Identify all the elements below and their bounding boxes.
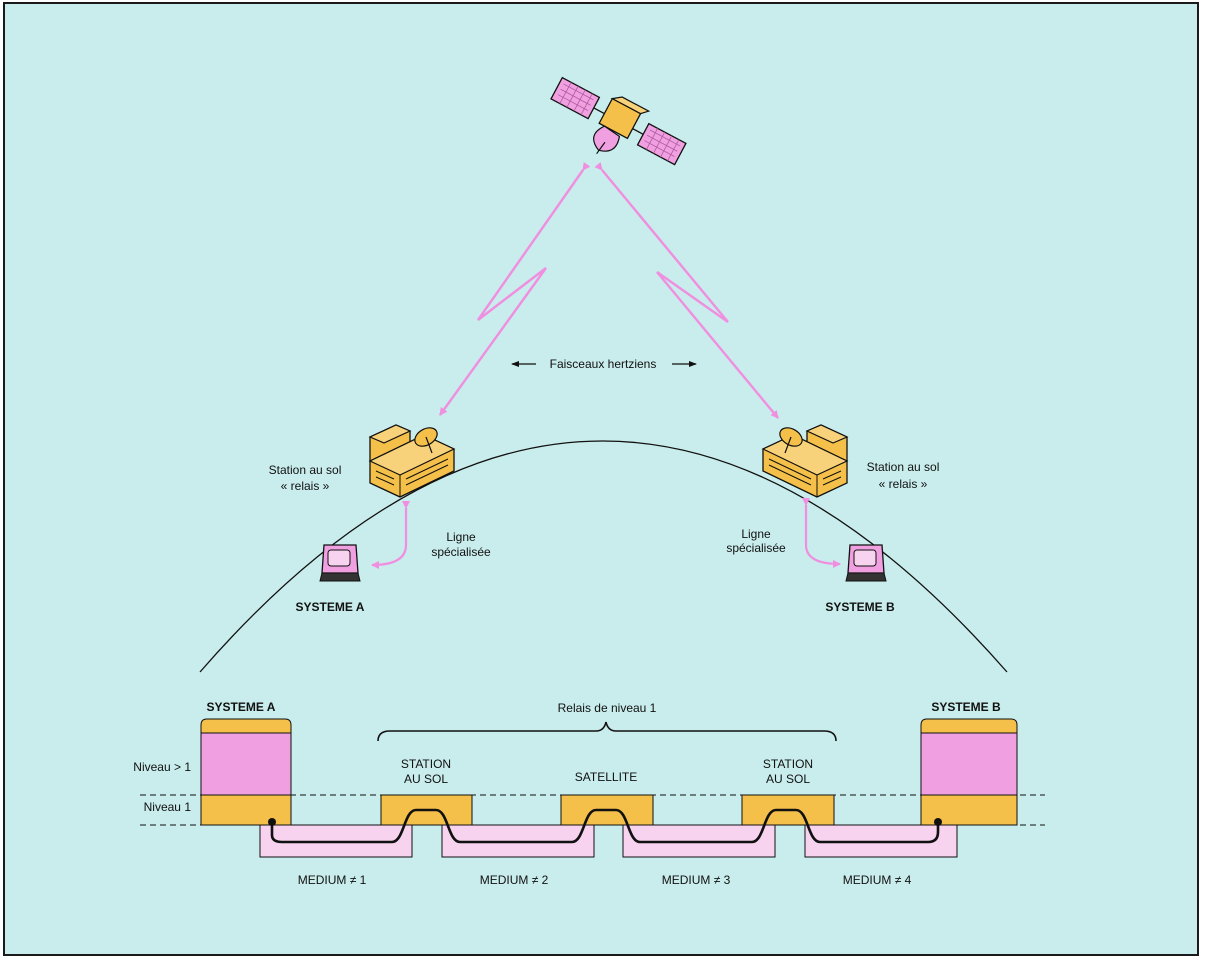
medium-4-label: MEDIUM ≠ 4 [843,873,912,887]
top-system-a-label: SYSTEME A [296,600,365,614]
top-system-b-label: SYSTEME B [825,600,895,614]
system-a-level1-block [200,794,292,826]
medium-3-label: MEDIUM ≠ 3 [662,873,731,887]
station-left-label-2: « relais » [281,479,330,493]
ground-station-right-icon [761,424,849,498]
node-3-label-2: AU SOL [766,772,810,786]
relay-label: Relais de niveau 1 [558,701,657,715]
level-1-label: Niveau 1 [144,800,192,814]
leased-line-left [371,501,410,569]
medium-1-label: MEDIUM ≠ 1 [298,873,367,887]
line-left-label-2: spécialisée [431,545,491,559]
system-b-upper-block [920,732,1018,796]
node-1-label-1: STATION [401,757,451,771]
beam-right [594,162,779,419]
line-left-label-1: Ligne [446,530,476,544]
station-right-label-1: Station au sol [867,460,940,474]
station-right-label-2: « relais » [879,477,928,491]
line-right-label-1: Ligne [741,527,771,541]
level-above-label: Niveau > 1 [133,760,191,774]
ground-station-left-icon [368,424,456,498]
node-3-label-1: STATION [763,757,813,771]
medium-2-label: MEDIUM ≠ 2 [480,873,549,887]
beams-label: Faisceaux hertziens [550,357,657,371]
node-2-label-2: SATELLITE [575,770,637,784]
horizon-arc [199,440,1008,673]
line-right-label-2: spécialisée [726,541,786,555]
system-a-upper-block [200,732,292,796]
node-1-label-2: AU SOL [404,772,448,786]
system-a-cap [200,718,292,734]
relay-brace [377,721,837,742]
endpoint-b [934,818,942,826]
bottom-system-b-label: SYSTEME B [931,700,1001,714]
terminal-b-icon [845,544,887,582]
leased-line-right [802,498,841,568]
terminal-a-icon [319,544,361,582]
beam-left [439,161,591,416]
communication-path [270,808,940,844]
endpoint-a [268,818,276,826]
system-b-cap [920,718,1018,734]
station-left-label-1: Station au sol [269,463,342,477]
satellite-icon [550,76,687,166]
bottom-system-a-label: SYSTEME A [207,700,276,714]
